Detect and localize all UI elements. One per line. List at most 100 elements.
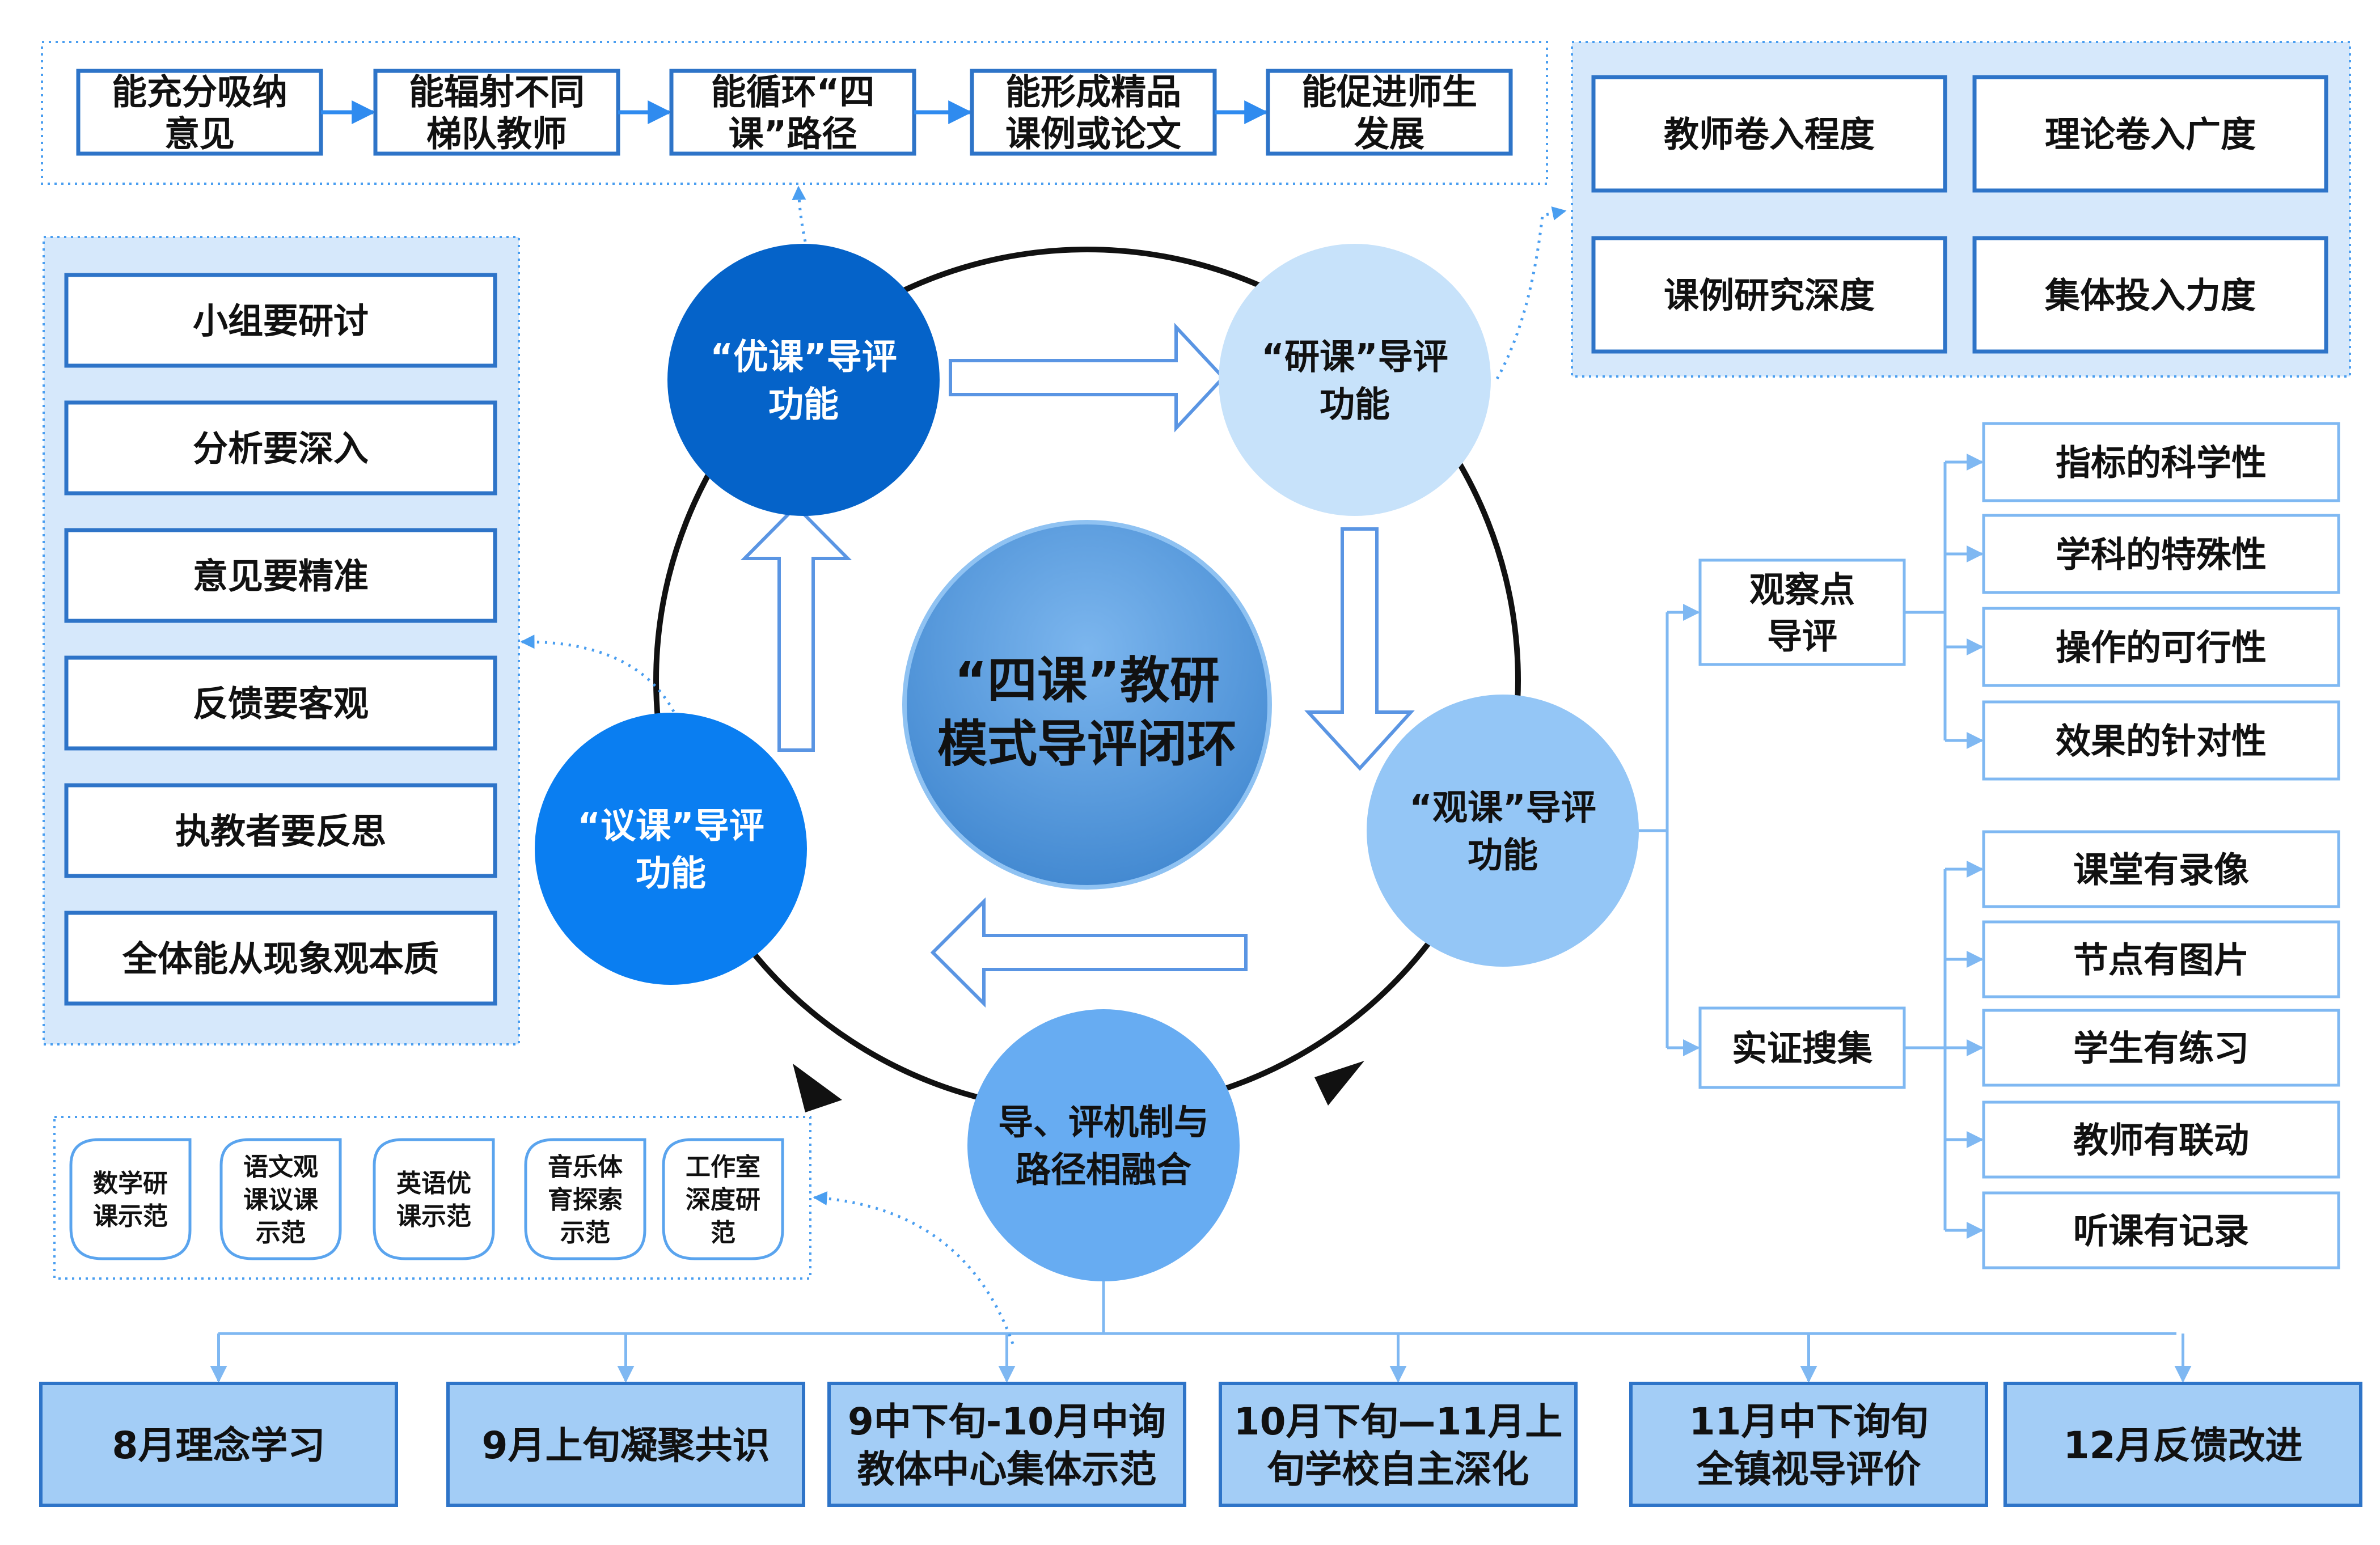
node-yike-label-line: “议课”导评	[577, 805, 764, 846]
timeline-label: 11月中下询旬全镇视导评价	[1689, 1400, 1929, 1491]
timeline-label-line: 12月反馈改进	[2064, 1424, 2303, 1467]
left-list-label: 反馈要客观	[193, 683, 369, 724]
observation-item-label: 效果的针对性	[2056, 720, 2267, 761]
top-steps: 能充分吸纳意见能辐射不同梯队教师能循环“四课”路径能形成精品课例或论文能促进师生…	[76, 69, 1513, 156]
demo-badge-label: 工作室深度研范	[686, 1153, 760, 1247]
research-box-label: 理论卷入广度	[2045, 113, 2256, 155]
cycle-arrowhead-left	[793, 1064, 842, 1112]
node-guanke-label-line: “观课”导评	[1409, 786, 1596, 828]
timeline-connectors	[210, 1281, 2192, 1383]
research-boxes: 教师卷入程度理论卷入广度课例研究深度集体投入力度	[1591, 75, 2328, 354]
timeline-label-line: 9中下旬-10月中询	[848, 1400, 1166, 1444]
demo-badge-label-line: 语文观	[243, 1153, 318, 1182]
demo-badge-label-line: 课议课	[243, 1186, 319, 1214]
timeline-label-line: 教体中心集体示范	[857, 1447, 1157, 1491]
node-guanke-label: “观课”导评功能	[1409, 786, 1596, 875]
demo-badge-label-line: 深度研	[686, 1186, 760, 1214]
left-list-box	[64, 783, 497, 878]
demo-badge	[662, 1138, 784, 1260]
top-step-label-line: 课”路径	[729, 113, 857, 154]
demo-badge-label-line: 育探索	[548, 1186, 623, 1214]
timeline-label-line: 旬学校自主深化	[1267, 1447, 1529, 1491]
left-list-box	[64, 655, 497, 751]
evidence-item-label: 教师有联动	[2073, 1119, 2249, 1161]
top-step-label-line: 发展	[1354, 113, 1424, 154]
demo-badge	[69, 1138, 192, 1260]
node-fusion-label: 导、评机制与路径相融合	[998, 1101, 1209, 1190]
hollow-arrow-right	[949, 323, 1226, 433]
observation-item-box	[1982, 700, 2340, 781]
top-step-label: 能循环“四课”路径	[711, 71, 875, 154]
research-box-label: 集体投入力度	[2044, 274, 2256, 316]
top-step-label: 能形成精品课例或论文	[1005, 71, 1181, 154]
left-list-box	[64, 400, 497, 496]
observation-item-label: 指标的科学性	[2056, 442, 2267, 483]
observation-item-box	[1982, 514, 2340, 594]
evidence-item-box	[1982, 1191, 2340, 1269]
left-list-box	[64, 528, 497, 623]
evidence-item-label: 听课有记录	[2073, 1210, 2249, 1251]
observation-label-line: 观察点	[1749, 569, 1855, 610]
dotted-connector-left	[520, 634, 675, 713]
timeline-label: 9中下旬-10月中询教体中心集体示范	[848, 1400, 1166, 1491]
demo-badge-label-line: 工作室	[686, 1153, 760, 1182]
cycle-arrowhead-right	[1314, 1061, 1364, 1106]
research-box	[1591, 236, 1947, 354]
evidence-item-label: 课堂有录像	[2073, 849, 2249, 890]
node-yanke-label-line: 功能	[1320, 383, 1390, 425]
node-yike-label: “议课”导评功能	[577, 805, 764, 894]
timeline-label: 8月理念学习	[112, 1424, 325, 1467]
center-title-text-line: 模式导评闭环	[937, 715, 1237, 773]
left-list-label: 分析要深入	[193, 427, 369, 469]
left-list-label: 意见要精准	[193, 555, 369, 596]
dotted-connector-top	[792, 185, 807, 242]
research-box	[1972, 236, 2328, 354]
top-step-label-line: 能促进师生	[1301, 71, 1477, 112]
hollow-arrow-left	[930, 897, 1248, 1008]
demo-badge-label-line: 示范	[256, 1218, 306, 1247]
top-step-label-line: 能形成精品	[1005, 71, 1181, 112]
top-step-label-line: 梯队教师	[426, 113, 567, 154]
timeline-box	[39, 1382, 398, 1507]
node-yike	[535, 713, 807, 985]
timeline-box	[827, 1382, 1186, 1507]
research-box	[1591, 75, 1947, 193]
research-box	[1972, 75, 2328, 193]
node-guanke	[1367, 695, 1639, 967]
demo-badge-label: 音乐体育探索示范	[548, 1153, 623, 1247]
hollow-arrow-down	[1304, 527, 1415, 771]
timeline-box	[2003, 1382, 2362, 1507]
timeline-label: 10月下旬—11月上旬学校自主深化	[1234, 1400, 1563, 1491]
demo-badge-label: 数学研课示范	[93, 1169, 168, 1231]
observation-item-box	[1982, 607, 2340, 687]
evidence-item-box	[1982, 1009, 2340, 1087]
node-fusion	[967, 1009, 1240, 1281]
hollow-arrow-up	[740, 503, 852, 752]
timeline-box	[1629, 1382, 1988, 1507]
demo-badge	[524, 1138, 646, 1260]
timeline-label-line: 10月下旬—11月上	[1234, 1400, 1563, 1444]
top-step-label-line: 能辐射不同	[409, 71, 585, 112]
node-fusion-label-line: 路径相融合	[1016, 1149, 1191, 1190]
observation-label: 观察点导评	[1749, 569, 1855, 657]
demo-badge-label: 语文观课议课示范	[243, 1153, 319, 1247]
center-title-text-line: “四课”教研	[954, 651, 1220, 710]
timeline-box	[1219, 1382, 1578, 1507]
timeline-label-line: 全镇视导评价	[1696, 1447, 1921, 1491]
dotted-connector-research	[1495, 206, 1567, 380]
demo-badge	[373, 1138, 495, 1260]
branch-connectors	[1639, 604, 1700, 1056]
left-list-label: 执教者要反思	[175, 810, 386, 852]
demo-badge-label-line: 示范	[560, 1218, 610, 1247]
left-list-box	[64, 273, 497, 368]
left-list-label: 全体能从现象观本质	[122, 938, 439, 979]
observation-item-box	[1982, 422, 2340, 502]
center-circle	[902, 520, 1272, 890]
evidence-item-label: 学生有练习	[2073, 1027, 2249, 1069]
node-youke-label: “优课”导评功能	[710, 336, 897, 425]
observation-item-label: 学科的特殊性	[2056, 534, 2267, 575]
